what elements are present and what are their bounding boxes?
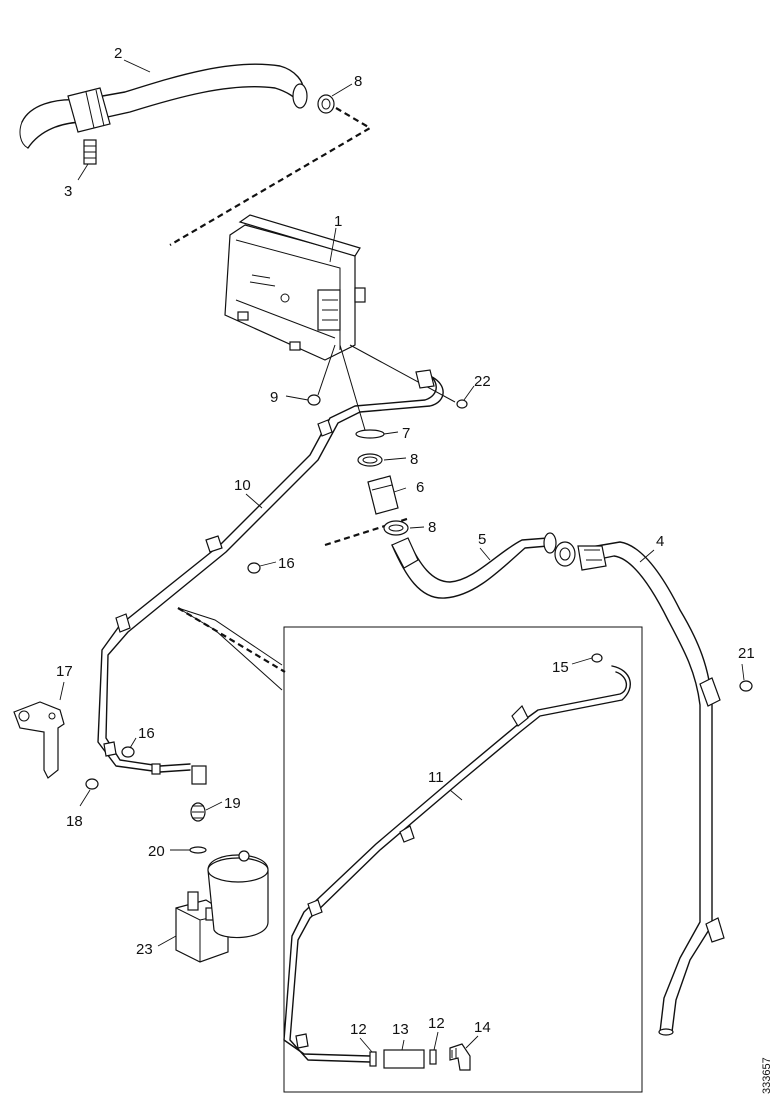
part-5-hose [391,532,557,599]
callout-8-top: 8 [354,73,362,90]
part-14-elbow [449,1043,471,1071]
callout-1: 1 [334,213,342,230]
detail-pointer-wedge [177,607,283,691]
callout-2: 2 [114,45,122,62]
document-number: 333657 [761,1057,773,1094]
callout-5: 5 [478,531,486,548]
part-8-clamp-mid [357,453,383,467]
part-8-clamp-lower [383,520,409,536]
callout-19: 19 [224,795,241,812]
callout-13: 13 [392,1021,409,1038]
part-8-clamp-hose [554,541,576,567]
part-23-pump [175,850,269,963]
part-6-connector [367,475,399,515]
callout-16-upper: 16 [278,555,295,572]
callout-8-lower: 8 [428,519,436,536]
part-12-clamp-right [429,1049,437,1065]
assembly-line-upper [169,107,373,246]
callout-7: 7 [402,425,410,442]
part-18-nut [85,778,99,790]
callout-10: 10 [234,477,251,494]
part-17-bracket [13,701,65,779]
callout-12-right: 12 [428,1015,445,1032]
callout-11: 11 [428,769,444,786]
callout-8-mid: 8 [410,451,418,468]
part-21-nut [739,680,753,692]
part-2-upper-hose [19,63,308,149]
part-1-control-unit [224,214,366,361]
part-20-ring [189,846,207,854]
callout-18: 18 [66,813,83,830]
part-19-hose-clamp [190,765,207,822]
leader-lines [59,59,745,1053]
part-10-pipe [97,369,444,775]
part-16-nut-upper [247,562,261,574]
part-22-screw [349,344,468,409]
part-13-sleeve [383,1049,425,1069]
callout-9: 9 [270,389,278,406]
callout-23: 23 [136,941,153,958]
part-4-pipe [577,541,725,1036]
callout-21: 21 [738,645,755,662]
part-9-nut [307,394,321,406]
callout-3: 3 [64,183,72,200]
part-3-hose-clamp [83,139,97,165]
callout-16-lower: 16 [138,725,155,742]
part-11-pipe [283,665,631,1063]
callout-17: 17 [56,663,73,680]
part-7-o-ring [355,429,385,439]
callout-4: 4 [656,533,664,550]
part-16-nut-lower [121,746,135,758]
detail-inset-frame [283,626,643,1093]
part-9-stud [317,344,336,396]
callout-15: 15 [552,659,569,676]
callout-6: 6 [416,479,424,496]
connector-axis [339,344,366,431]
part-12-clamp-left [369,1051,377,1067]
part-15-nut [591,653,603,663]
callout-20: 20 [148,843,165,860]
callout-14: 14 [474,1019,491,1036]
callout-22: 22 [474,373,491,390]
part-8-clamp-top [317,94,335,114]
callout-12-left: 12 [350,1021,367,1038]
